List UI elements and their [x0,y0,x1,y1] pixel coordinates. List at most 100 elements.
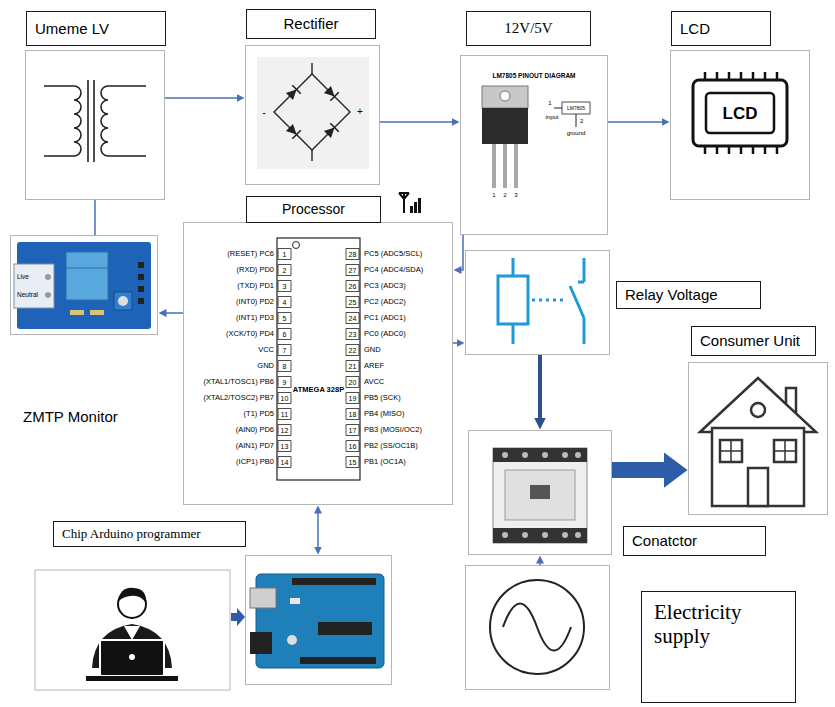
pin-label: PB3 (MOSI/OC2) [364,426,422,434]
pin-number: 25 [349,299,357,306]
pin-number: 1 [492,192,495,198]
pin-number: 6 [283,331,287,338]
heading-box: ZMTP Monitor [15,403,155,431]
pin-label: (RESET) PC6 [227,250,274,258]
heading-box: LCD [671,11,771,46]
component-box: Consumer Unit [688,362,828,515]
pin-name: ground [567,130,586,136]
pin-number: 13 [281,443,289,450]
pin-label: (XCK/T0) PD4 [226,330,274,338]
bridge-rectifier [257,57,369,169]
pin-number: 17 [349,427,357,434]
voltage-sensor-module [14,242,151,329]
pin-number: 2 [580,118,583,124]
pin-number: 12 [281,427,289,434]
connector-arrow [380,121,452,123]
pin-label: (TXD) PD1 [237,282,274,290]
part-name: LM7805 [567,106,585,111]
pin-number: 16 [349,443,357,450]
chip-pinout [277,238,360,480]
pin-label: GND [364,346,381,354]
component-box: Conatctor [468,430,612,555]
component-box: Chip Arduino programmer [245,555,392,685]
component-box: ZMTP Monitor [10,235,158,335]
contactor-picture [493,448,587,543]
connector-arrow [461,235,463,270]
lcd-icon [693,72,787,154]
heading-text: Umeme LV [35,20,109,37]
pin-name: input [545,114,558,120]
pin-number: 20 [349,379,357,386]
arduino-board [250,574,384,668]
heading-box: Umeme LV [26,11,166,46]
pin-number: 1 [283,251,287,258]
component-box: Processor [183,222,453,505]
pin-label: PC5 (ADC5/SCL) [364,250,422,258]
pin-label: (AIN0) PD6 [236,426,274,434]
pin-label: (INT1) PD3 [236,314,274,322]
pin-number: 2 [283,267,287,274]
pin-number: 1 [548,100,551,106]
polarity-sign: - [262,107,266,118]
icon-text: LCD [723,105,758,122]
heading-box: Processor [246,196,381,223]
heading-box: Relay Voltage [616,281,761,309]
chip-name: ATMEGA 328P [293,386,344,394]
pin-number: 11 [281,411,288,418]
pin-label: PC3 (ADC3) [364,282,406,290]
pin-number: 23 [349,331,357,338]
user-with-laptop [35,570,245,690]
house-icon [700,378,816,506]
pin-label: (ICP1) PB0 [236,458,274,466]
component-box: Umeme LV [25,50,165,200]
pin-number: 9 [283,379,287,386]
heading-text: Relay Voltage [625,286,718,303]
transformer-symbol [44,80,146,162]
power-arrow [612,462,664,478]
signal-icon [399,193,421,213]
pin-label: PC0 (ADC0) [364,330,406,338]
pin-number: 24 [349,315,357,322]
component-box: LCD [670,50,810,200]
pin-label: PB4 (MISO) [364,410,404,418]
heading-box: Conatctor [623,526,766,556]
pin-label: (RXD) PD0 [236,266,274,274]
heading-text: Processor [282,201,345,217]
heading-text: Rectifier [283,15,338,32]
pin-label: PC1 (ADC1) [364,314,406,322]
pin-number: 8 [283,363,287,370]
pin-label: VCC [258,346,274,354]
terminal-label: Live [17,274,29,281]
pin-label: PB2 (SS/OC1B) [364,442,418,450]
pin-label: (T1) PD5 [244,410,274,418]
pin-label: PC4 (ADC4/SDA) [364,266,423,274]
component-box: Relay Voltage [465,250,610,355]
connector-arrow [166,312,183,314]
pin-number: 4 [283,299,287,306]
pin-label: PB5 (SCK) [364,394,401,402]
connector-arrow [453,342,457,344]
regulator-picture [482,86,590,188]
heading-text: Chip Arduino programmer [62,527,201,542]
pin-label: (XTAL2/TOSC2) PB7 [203,394,274,402]
pin-number: 10 [281,395,289,402]
connector-arrow [608,121,662,123]
polarity-sign: + [357,107,363,117]
heading-box: Chip Arduino programmer [53,521,246,547]
heading-box: Consumer Unit [691,326,816,356]
connector-arrow [165,97,237,99]
heading-box: Rectifier [246,9,376,39]
pin-label: (AIN1) PD7 [236,442,274,450]
ac-source-symbol [490,580,584,674]
heading-text: ZMTP Monitor [23,408,118,425]
heading-text: Conatctor [632,532,697,549]
pin-number: 14 [281,459,289,466]
pin-number: 28 [349,251,357,258]
component-box: Electricity supply [465,565,610,690]
pin-label: PB1 (OC1A) [364,458,406,466]
heading-box: Electricity supply [641,591,796,703]
pin-label: (XTAL1/TOSC1) PB6 [203,378,274,386]
pin-number: 2 [503,192,506,198]
power-arrow [538,355,542,418]
